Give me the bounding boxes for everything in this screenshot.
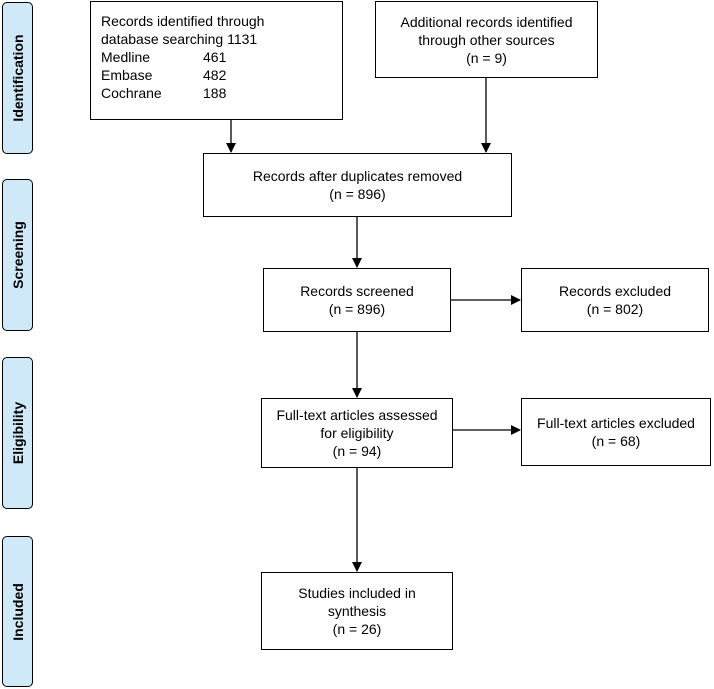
fulltext-excluded-label: Full-text articles excluded [537,415,695,431]
fulltext-assessed-box: Full-text articles assessed for eligibil… [261,398,453,468]
records-excluded-box: Records excluded (n = 802) [521,268,709,332]
fulltext-excluded-box: Full-text articles excluded (n = 68) [521,398,711,466]
phase-identification: Identification [2,2,33,154]
records-excluded-count: (n = 802) [586,301,644,317]
studies-included-box: Studies included in synthesis (n = 26) [261,572,453,650]
other-sources-line2: through other sources [418,31,555,48]
phase-included: Included [2,536,33,687]
duplicates-removed-count: (n = 896) [329,186,386,202]
fulltext-excluded-count: (n = 68) [591,433,641,449]
records-excluded-label: Records excluded [558,283,672,299]
source-row-medline: Medline 461 [101,48,332,66]
fulltext-assessed-line2: for eligibility [320,425,394,441]
other-sources-line1: Additional records identified [400,13,573,30]
records-screened-count: (n = 896) [328,301,386,317]
source-count: 188 [203,85,227,101]
studies-included-count: (n = 26) [332,621,382,637]
source-row-cochrane: Cochrane 188 [101,84,332,102]
source-count: 482 [203,67,227,83]
fulltext-assessed-count: (n = 94) [332,443,382,459]
source-name: Cochrane [101,85,162,101]
database-records-line2: database searching 1131 [101,31,258,47]
source-row-embase: Embase 482 [101,66,332,84]
phase-eligibility: Eligibility [2,357,33,509]
other-sources-box: Additional records identified through ot… [375,1,598,78]
source-name: Medline [101,49,151,65]
duplicates-removed-box: Records after duplicates removed (n = 89… [203,153,512,217]
source-name: Embase [101,67,153,83]
records-screened-label: Records screened [300,283,414,299]
fulltext-assessed-line1: Full-text articles assessed [276,407,438,423]
phase-screening: Screening [2,179,33,331]
database-records-box: Records identified through database sear… [90,1,343,120]
studies-included-line2: synthesis [327,603,387,619]
records-screened-box: Records screened (n = 896) [263,268,451,332]
duplicates-removed-label: Records after duplicates removed [252,168,463,184]
source-count: 461 [203,49,227,65]
studies-included-line1: Studies included in [298,585,416,601]
other-sources-count: (n = 9) [466,49,507,66]
database-records-line1: Records identified through [101,13,265,29]
